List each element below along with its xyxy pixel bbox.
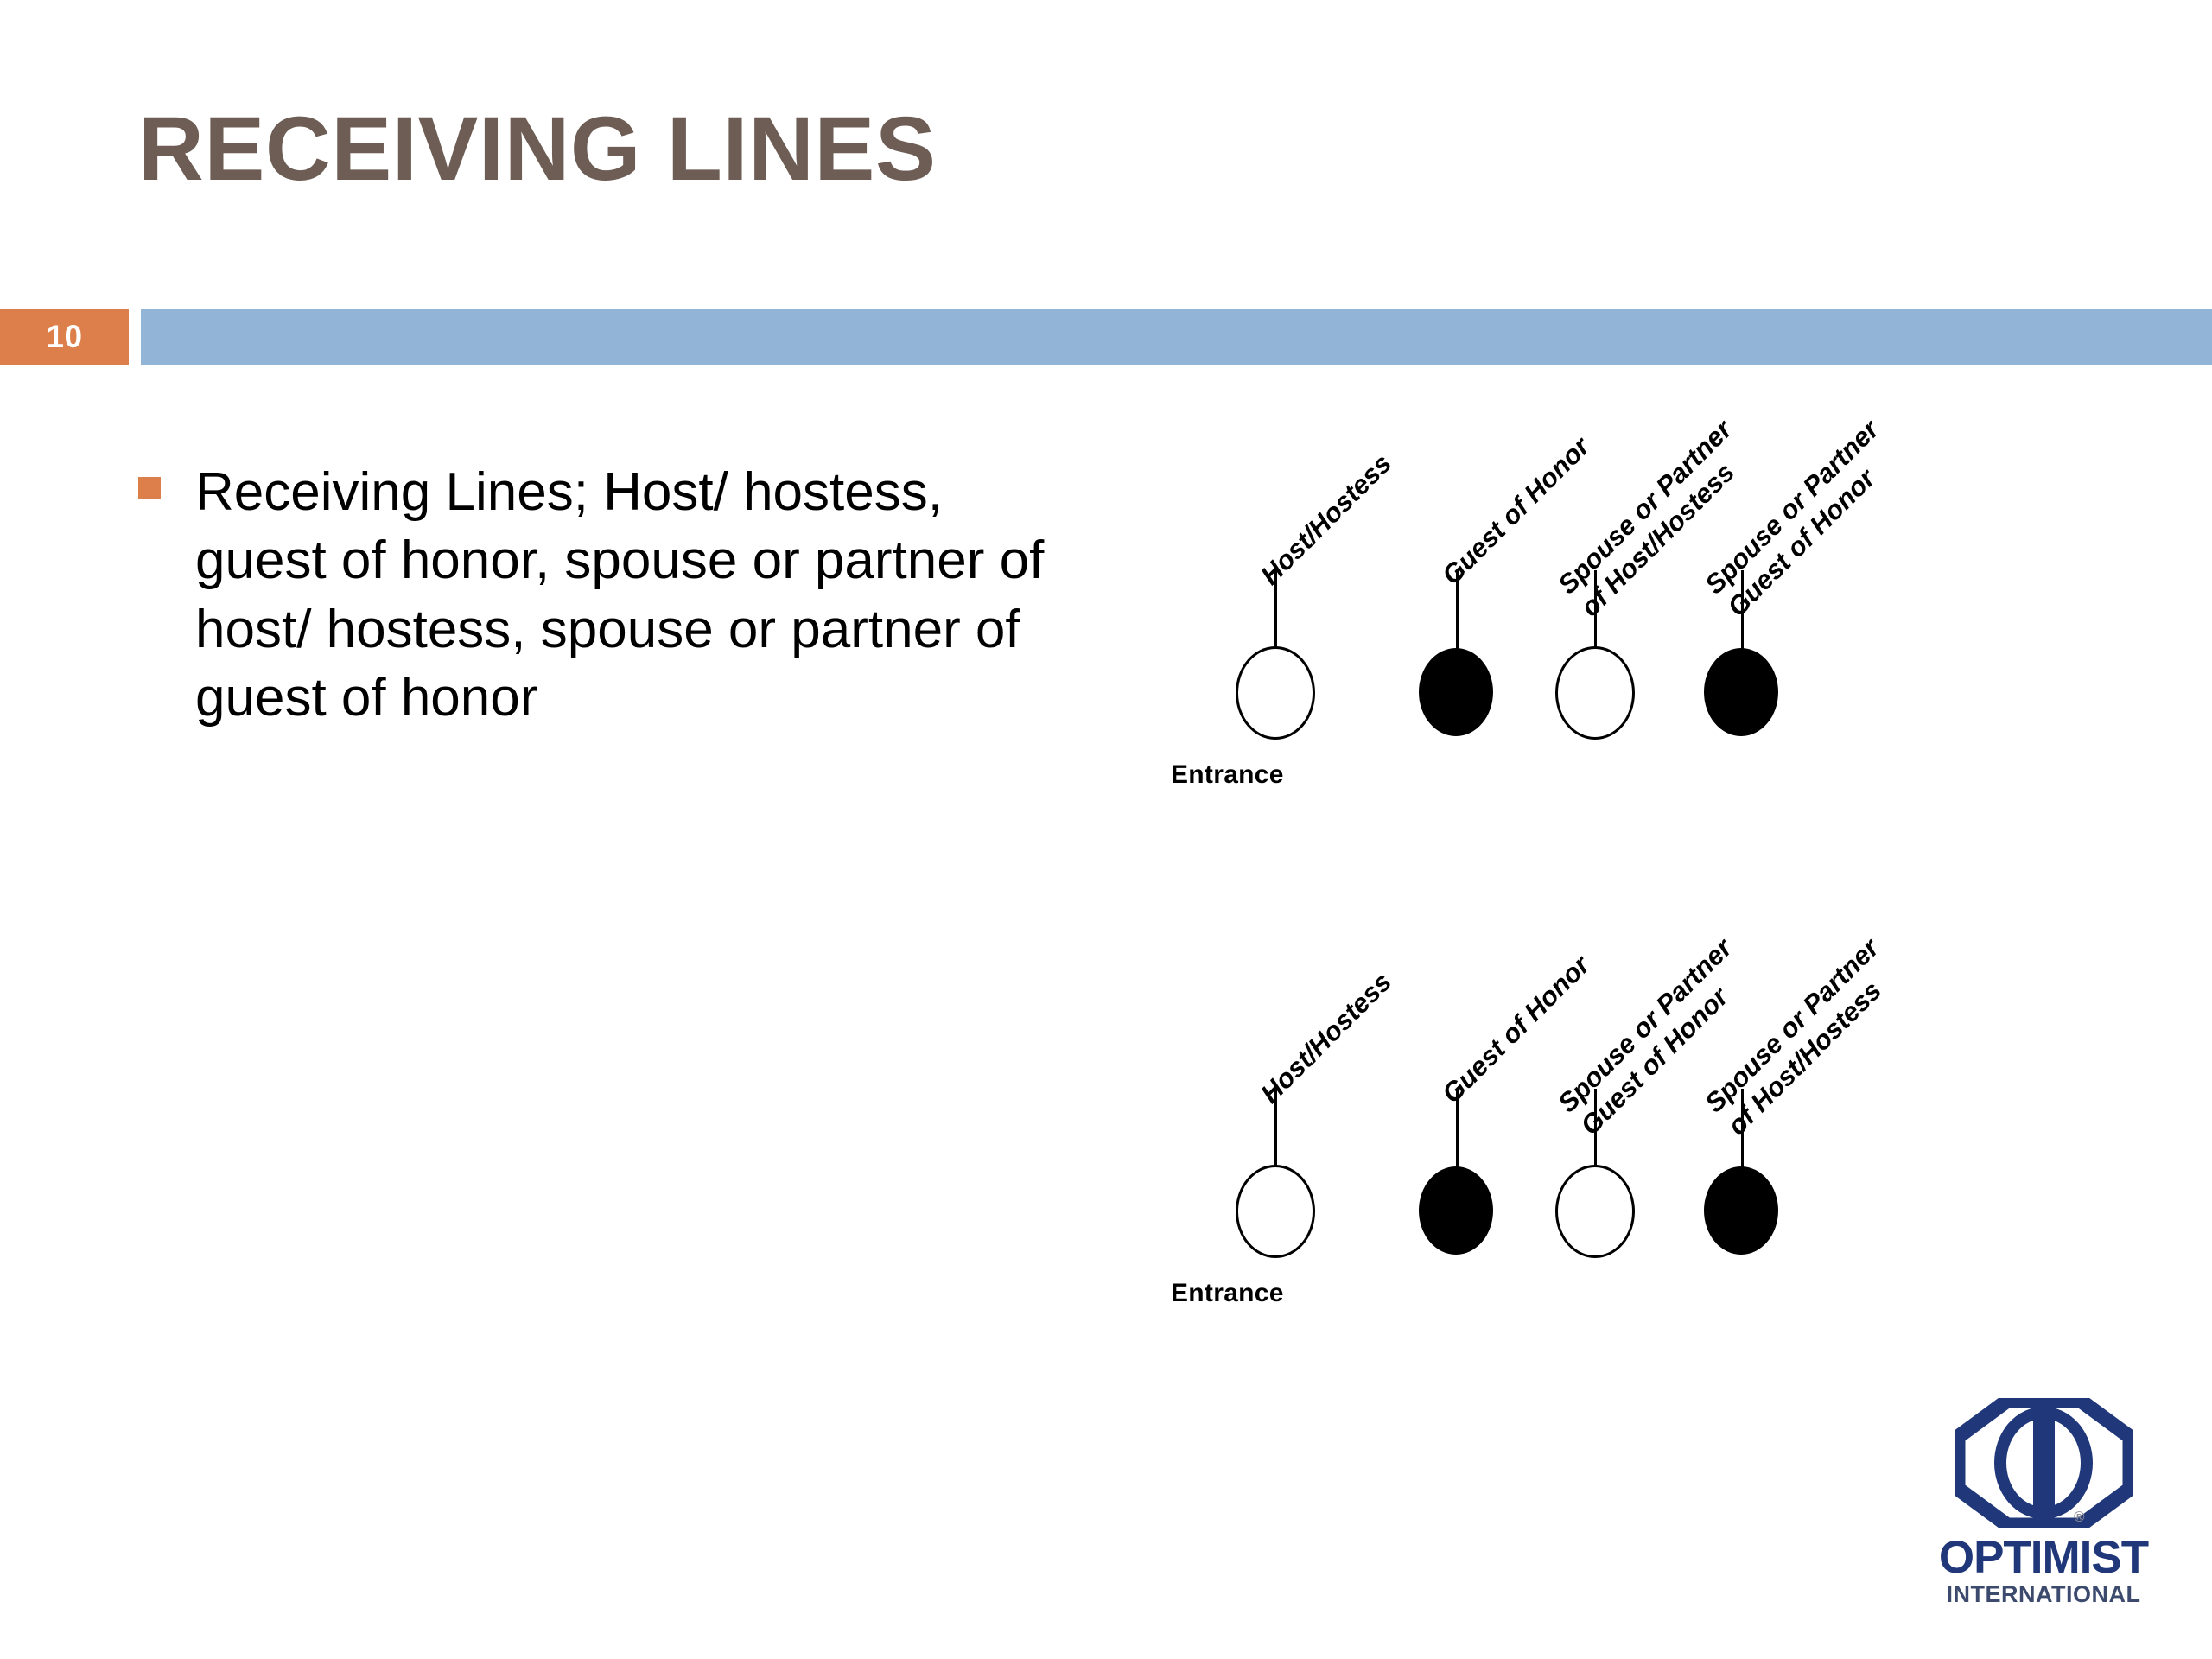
page-title: RECEIVING LINES	[138, 99, 937, 200]
receiving-line-stem	[1594, 570, 1597, 703]
optimist-international-logo: ® OPTIMIST INTERNATIONAL	[1914, 1398, 2173, 1623]
receiving-line-stem	[1741, 570, 1744, 667]
receiving-line-stem	[1594, 1089, 1597, 1222]
logo-subtext: INTERNATIONAL	[1946, 1581, 2141, 1607]
header-divider-band	[141, 309, 2212, 365]
person-marker-hollow-icon	[1236, 646, 1315, 740]
receiving-line-stem	[1456, 570, 1459, 667]
optimist-octagon-icon	[1955, 1398, 2133, 1528]
bullet-item-text: Receiving Lines; Host/ hostess, guest of…	[195, 462, 1045, 728]
registered-trademark-icon: ®	[2074, 1509, 2085, 1525]
receiving-line-stem	[1274, 1089, 1277, 1222]
bullet-list-item: Receiving Lines; Host/ hostess, guest of…	[138, 458, 1080, 732]
receiving-line-stem	[1741, 1089, 1744, 1185]
person-marker-filled-icon	[1419, 648, 1493, 736]
bullet-square-icon	[138, 477, 161, 499]
person-marker-hollow-icon	[1555, 1165, 1635, 1258]
entrance-label: Entrance	[1171, 1279, 1284, 1307]
logo-wordmark: OPTIMIST	[1938, 1532, 2149, 1583]
person-marker-hollow-icon	[1236, 1165, 1315, 1258]
person-marker-hollow-icon	[1555, 646, 1635, 740]
receiving-line-node: Guest of Honor	[1370, 397, 1595, 881]
receiving-line-stem	[1456, 1089, 1459, 1185]
entrance-label: Entrance	[1171, 760, 1284, 789]
person-marker-filled-icon	[1704, 1166, 1778, 1255]
receiving-line-node: Host/Hostess	[1188, 916, 1397, 1400]
page-number-badge: 10	[0, 309, 129, 365]
person-marker-filled-icon	[1419, 1166, 1493, 1255]
receiving-line-node: Host/Hostess	[1188, 397, 1397, 881]
receiving-line-stem	[1274, 570, 1277, 703]
person-marker-filled-icon	[1704, 648, 1778, 736]
receiving-line-node: Guest of Honor	[1370, 916, 1595, 1400]
